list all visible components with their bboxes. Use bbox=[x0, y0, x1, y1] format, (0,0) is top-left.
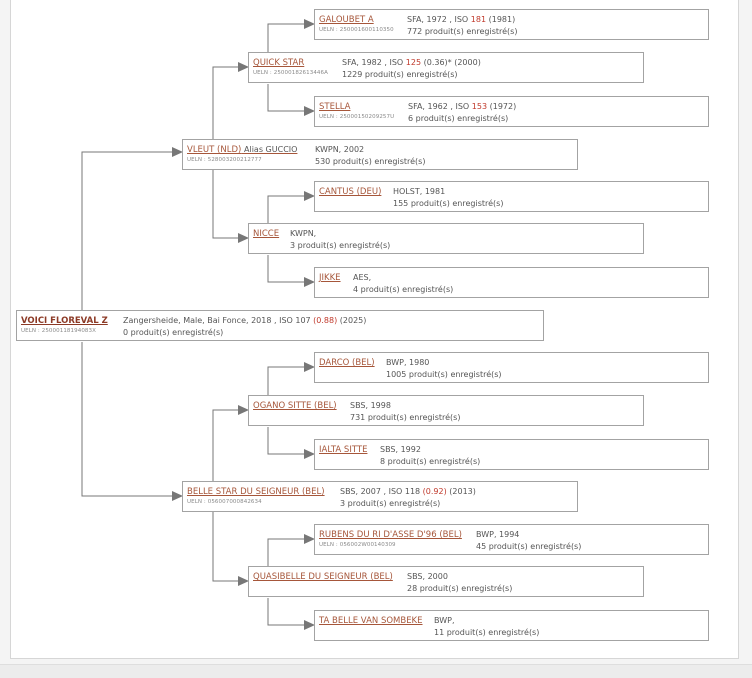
horse-card-dd: QUASIBELLE DU SEIGNEUR (BEL) SBS, 2000 2… bbox=[248, 566, 644, 597]
dds-ueln: UELN : 056002W00140309 bbox=[319, 542, 396, 548]
connector-dsd bbox=[267, 427, 304, 455]
connector-ds bbox=[212, 409, 238, 481]
connector-dss bbox=[267, 366, 304, 396]
ssd-name-link[interactable]: STELLA bbox=[319, 102, 351, 112]
horse-card-sss: GALOUBET A UELN : 250001600110350 SFA, 1… bbox=[314, 9, 709, 40]
horse-card-dsd: IALTA SITTE SBS, 1992 8 produit(s) enreg… bbox=[314, 439, 709, 470]
ddd-details: BWP, bbox=[434, 616, 455, 625]
ss-ueln: UELN : 25000182613446A bbox=[253, 70, 328, 76]
connector-sd bbox=[212, 170, 238, 239]
dam-ueln: UELN : 056007000842634 bbox=[187, 499, 262, 505]
dds-details: BWP, 1994 bbox=[476, 530, 520, 539]
dss-details: BWP, 1980 bbox=[386, 358, 430, 367]
sds-details: HOLST, 1981 bbox=[393, 187, 446, 196]
dss-count: 1005 produit(s) enregistré(s) bbox=[386, 370, 502, 379]
dss-name-link[interactable]: DARCO (BEL) bbox=[319, 358, 375, 368]
connector-arrows bbox=[172, 19, 315, 630]
ss-details: SFA, 1982 , ISO 125 (0.36)* (2000) bbox=[342, 58, 481, 67]
sd-details: KWPN, bbox=[290, 229, 317, 238]
dds-count: 45 produit(s) enregistré(s) bbox=[476, 542, 582, 551]
ddd-count: 11 produit(s) enregistré(s) bbox=[434, 628, 540, 637]
sire-name-link[interactable]: VLEUT (NLD) Alias GUCCIO bbox=[187, 145, 298, 155]
horse-card-dds: RUBENS DU RI D'ASSE D'96 (BEL) UELN : 05… bbox=[314, 524, 709, 555]
sss-name-link[interactable]: GALOUBET A bbox=[319, 15, 374, 25]
horse-card-sire: VLEUT (NLD) Alias GUCCIO UELN : 52800320… bbox=[182, 139, 578, 170]
ssd-ueln: UELN : 25000150209257U bbox=[319, 114, 395, 120]
sds-name-link[interactable]: CANTUS (DEU) bbox=[319, 187, 382, 197]
horse-name-link[interactable]: VOICI FLOREVAL Z bbox=[21, 316, 108, 326]
dsd-details: SBS, 1992 bbox=[380, 445, 421, 454]
connector-dam bbox=[81, 342, 172, 497]
sdd-count: 4 produit(s) enregistré(s) bbox=[353, 285, 454, 294]
sd-name-link[interactable]: NICCE bbox=[253, 229, 280, 239]
horse-card-sds: CANTUS (DEU) HOLST, 1981 155 produit(s) … bbox=[314, 181, 709, 212]
ds-details: SBS, 1998 bbox=[350, 401, 391, 410]
ss-count: 1229 produit(s) enregistré(s) bbox=[342, 70, 458, 79]
dd-count: 28 produit(s) enregistré(s) bbox=[407, 584, 513, 593]
sss-details: SFA, 1972 , ISO 181 (1981) bbox=[407, 15, 516, 24]
ddd-name-link[interactable]: TA BELLE VAN SOMBEKE bbox=[319, 616, 423, 626]
sd-count: 3 produit(s) enregistré(s) bbox=[290, 241, 391, 250]
sire-count: 530 produit(s) enregistré(s) bbox=[315, 157, 426, 166]
horse-card-dam: BELLE STAR DU SEIGNEUR (BEL) UELN : 0560… bbox=[182, 481, 578, 512]
dam-details: SBS, 2007 , ISO 118 (0.92) (2013) bbox=[340, 487, 476, 496]
ss-name-link[interactable]: QUICK STAR bbox=[253, 58, 305, 68]
connector-sss bbox=[267, 23, 304, 53]
ds-count: 731 produit(s) enregistré(s) bbox=[350, 413, 461, 422]
connector-sdd bbox=[267, 255, 304, 283]
connector-sire bbox=[81, 151, 172, 310]
ds-name-link[interactable]: OGANO SITTE (BEL) bbox=[253, 401, 337, 411]
horse-card-sdd: JIKKE AES, 4 produit(s) enregistré(s) bbox=[314, 267, 709, 298]
horse-card-sd: NICCE KWPN, 3 produit(s) enregistré(s) bbox=[248, 223, 644, 254]
dsd-name-link[interactable]: IALTA SITTE bbox=[319, 445, 368, 455]
sss-ueln: UELN : 250001600110350 bbox=[319, 27, 394, 33]
connector-dds bbox=[267, 538, 304, 567]
connector-sds bbox=[267, 195, 304, 224]
sdd-name-link[interactable]: JIKKE bbox=[319, 273, 341, 283]
dam-name-link[interactable]: BELLE STAR DU SEIGNEUR (BEL) bbox=[187, 487, 325, 497]
page-footer-bar bbox=[0, 664, 752, 678]
horse-card-ds: OGANO SITTE (BEL) SBS, 1998 731 produit(… bbox=[248, 395, 644, 426]
horse-card-dss: DARCO (BEL) BWP, 1980 1005 produit(s) en… bbox=[314, 352, 709, 383]
horse-card-ssd: STELLA UELN : 25000150209257U SFA, 1962 … bbox=[314, 96, 709, 127]
dd-name-link[interactable]: QUASIBELLE DU SEIGNEUR (BEL) bbox=[253, 572, 393, 582]
dam-count: 3 produit(s) enregistré(s) bbox=[340, 499, 441, 508]
ssd-details: SFA, 1962 , ISO 153 (1972) bbox=[408, 102, 517, 111]
ssd-count: 6 produit(s) enregistré(s) bbox=[408, 114, 509, 123]
dsd-count: 8 produit(s) enregistré(s) bbox=[380, 457, 481, 466]
sdd-details: AES, bbox=[353, 273, 372, 282]
horse-card-ddd: TA BELLE VAN SOMBEKE BWP, 11 produit(s) … bbox=[314, 610, 709, 641]
connector-ssd bbox=[267, 84, 304, 112]
dds-name-link[interactable]: RUBENS DU RI D'ASSE D'96 (BEL) bbox=[319, 530, 462, 540]
horse-count: 0 produit(s) enregistré(s) bbox=[123, 328, 224, 337]
horse-card-root: VOICI FLOREVAL Z UELN : 25000118194083X … bbox=[16, 310, 544, 341]
horse-card-ss: QUICK STAR UELN : 25000182613446A SFA, 1… bbox=[248, 52, 644, 83]
sire-details: KWPN, 2002 bbox=[315, 145, 365, 154]
connector-ss bbox=[212, 66, 238, 139]
horse-details: Zangersheide, Male, Bai Fonce, 2018 , IS… bbox=[123, 316, 367, 325]
connector-ddd bbox=[267, 598, 304, 626]
sire-alias: Alias GUCCIO bbox=[244, 145, 298, 154]
connector-dd bbox=[212, 512, 238, 582]
sss-count: 772 produit(s) enregistré(s) bbox=[407, 27, 518, 36]
sire-ueln: UELN : 528003200212777 bbox=[187, 157, 262, 163]
dd-details: SBS, 2000 bbox=[407, 572, 448, 581]
sds-count: 155 produit(s) enregistré(s) bbox=[393, 199, 504, 208]
horse-ueln: UELN : 25000118194083X bbox=[21, 328, 96, 334]
